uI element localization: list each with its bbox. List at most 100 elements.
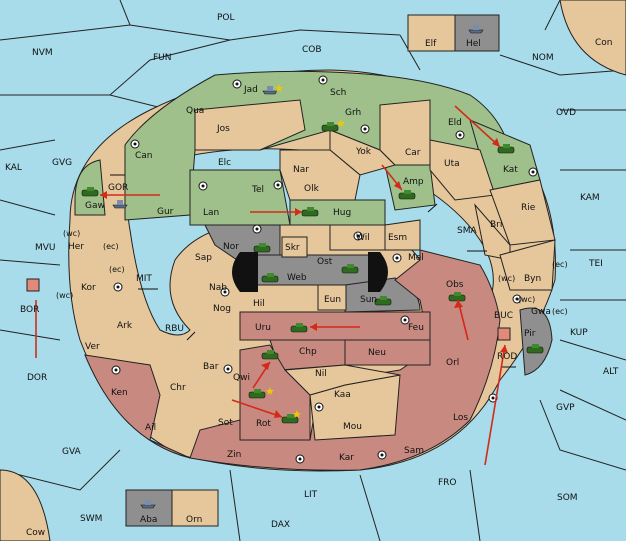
label-aba: Aba: [140, 515, 157, 525]
label-sam: Sam: [404, 446, 424, 456]
label-lan: Lan: [203, 208, 219, 218]
label-kam: KAM: [580, 193, 600, 203]
army-unit[interactable]: [261, 273, 279, 283]
order-arrows: [35, 105, 508, 466]
label-can: Can: [135, 151, 153, 161]
label-rod: ROD: [497, 352, 517, 362]
label-esm: Esm: [388, 233, 407, 243]
link-arrows: [110, 174, 516, 368]
label-elf: Elf: [425, 39, 437, 49]
province-uta[interactable]: [429, 139, 496, 201]
province-nar-olk[interactable]: [279, 149, 361, 201]
label-ver: Ver: [85, 342, 100, 352]
label-hil: Hil: [253, 299, 265, 309]
map-labels: POL NVM FUN COB NOM Con OVD KAL GVG KAM …: [5, 13, 619, 538]
label-chp: Chp: [299, 347, 317, 357]
province-neu[interactable]: [344, 339, 431, 366]
army-unit[interactable]: [301, 207, 319, 217]
province-skr[interactable]: [281, 236, 308, 258]
province-eun[interactable]: [317, 284, 347, 311]
army-unit[interactable]: [398, 190, 416, 200]
province-car[interactable]: [379, 99, 431, 166]
label-car: Car: [405, 148, 421, 158]
army-unit[interactable]: [321, 122, 339, 132]
province-pir[interactable]: [519, 307, 553, 376]
tunnel-west: [232, 252, 258, 292]
label-tei: TEI: [588, 259, 603, 269]
fleet-marker-bor[interactable]: [26, 278, 40, 292]
army-unit[interactable]: [261, 350, 279, 360]
province-byn[interactable]: [499, 239, 556, 291]
label-gvg: GVG: [52, 158, 72, 168]
star-icon: ★: [292, 408, 302, 421]
label-ark: Ark: [117, 321, 133, 331]
province-ken-ail[interactable]: [84, 354, 191, 459]
army-unit[interactable]: [526, 344, 544, 354]
army-unit[interactable]: [253, 243, 271, 253]
label-fro: FRO: [438, 478, 457, 488]
label-kal: KAL: [5, 163, 22, 173]
label-nil: Nil: [315, 369, 327, 379]
label-buc: BUC: [494, 311, 513, 321]
label-coast: (wc): [63, 229, 80, 238]
label-amp: Amp: [403, 177, 424, 187]
army-unit[interactable]: [448, 292, 466, 302]
label-jos: Jos: [216, 124, 230, 134]
label-bar: Bar: [203, 362, 219, 372]
label-eun: Eun: [324, 295, 341, 305]
label-kar: Kar: [339, 453, 354, 463]
label-uta: Uta: [444, 159, 460, 169]
province-yok[interactable]: [329, 129, 396, 176]
army-unit[interactable]: [281, 414, 299, 424]
label-feu: Feu: [408, 323, 424, 333]
label-gor: GOR: [108, 183, 128, 193]
label-sun: Sun: [360, 295, 377, 305]
label-orn: Orn: [186, 515, 202, 525]
homebox-orn[interactable]: [171, 489, 219, 527]
star-icon: ★: [336, 117, 346, 130]
army-unit[interactable]: [81, 187, 99, 197]
label-mou: Mou: [343, 422, 362, 432]
label-alt: ALT: [603, 367, 619, 377]
units[interactable]: [81, 122, 544, 424]
army-unit[interactable]: [248, 389, 266, 399]
label-hel: Hel: [466, 39, 481, 49]
label-coast: (wc): [56, 291, 73, 300]
label-nar: Nar: [293, 165, 309, 175]
army-unit[interactable]: [341, 264, 359, 274]
label-nor: Nor: [223, 242, 239, 252]
army-unit[interactable]: [290, 323, 308, 333]
fleet-unit[interactable]: [468, 25, 484, 34]
fleet-unit[interactable]: [262, 86, 278, 95]
label-kat: Kat: [503, 165, 518, 175]
army-unit[interactable]: [374, 296, 392, 306]
label-qua: Qua: [186, 106, 204, 116]
army-unit[interactable]: [497, 144, 515, 154]
label-eld: Eld: [448, 118, 462, 128]
fleet-unit[interactable]: [112, 200, 128, 209]
label-nog: Nog: [213, 304, 231, 314]
label-gwa: Gwa: [531, 307, 551, 317]
homebox-elf[interactable]: [407, 14, 456, 52]
star-icon: ★: [265, 385, 275, 398]
label-gaw: Gaw: [85, 201, 105, 211]
label-rot: Rot: [256, 419, 271, 429]
star-icon: ★: [274, 82, 284, 95]
label-mvu: MVU: [35, 243, 56, 253]
label-con: Con: [595, 38, 613, 48]
label-sch: Sch: [330, 88, 346, 98]
label-bri: Bri: [490, 220, 502, 230]
label-cow: Cow: [26, 528, 45, 538]
label-gva: GVA: [62, 447, 82, 457]
fleet-unit[interactable]: [140, 500, 156, 509]
province-jos[interactable]: [194, 99, 306, 151]
tunnel-east: [368, 252, 388, 292]
label-coast: (ec): [103, 242, 119, 251]
label-nab: Nab: [209, 283, 227, 293]
province-tan-kaa[interactable]: [283, 364, 401, 396]
fleet-marker-rod[interactable]: [497, 327, 511, 341]
label-rbu: RBU: [165, 324, 184, 334]
label-coast: (ec): [109, 265, 125, 274]
